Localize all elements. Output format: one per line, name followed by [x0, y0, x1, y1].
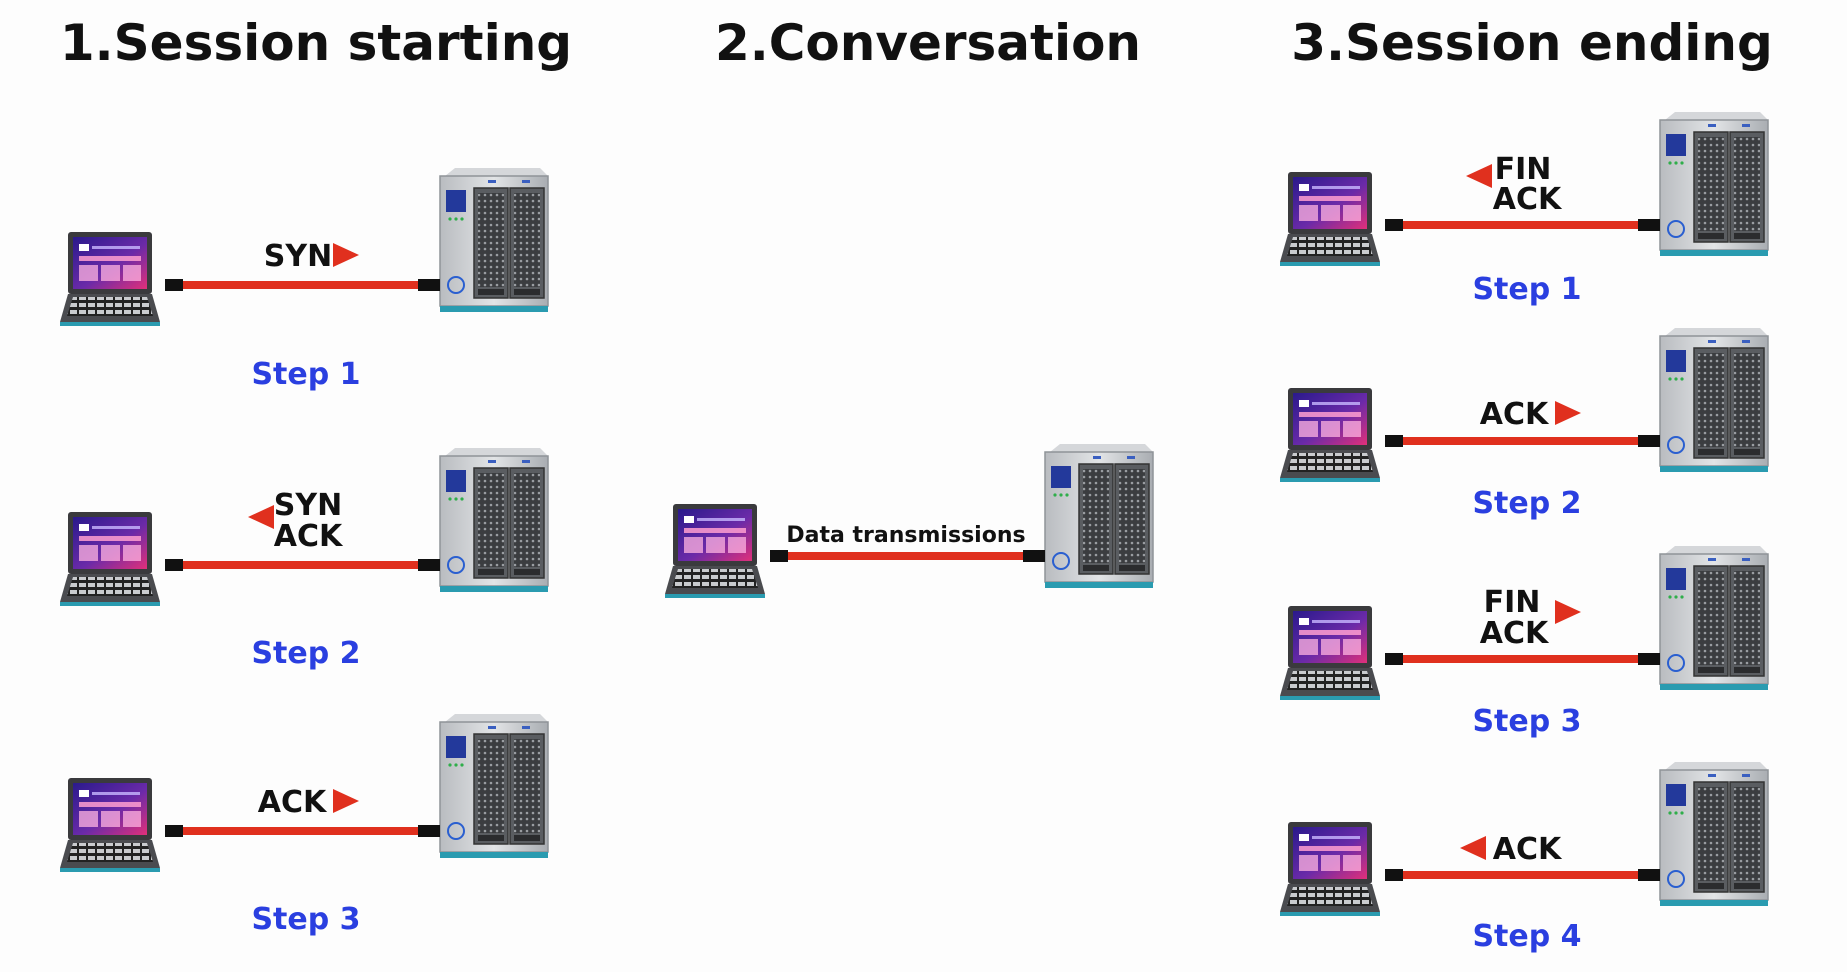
title-conversation: 2.Conversation — [715, 14, 1141, 72]
laptop-icon — [60, 232, 160, 326]
arrow-left-icon — [248, 505, 274, 529]
title-session-starting: 1.Session starting — [60, 14, 572, 72]
server-icon — [1659, 327, 1769, 473]
session-end-step-3: FIN ACK Step 3 — [1280, 545, 1769, 739]
message-label: FIN — [1495, 152, 1552, 187]
message-label: SYN — [274, 488, 342, 523]
message-label: FIN — [1484, 585, 1541, 620]
cable — [183, 561, 418, 569]
message-label: ACK — [1493, 832, 1563, 867]
message-label: ACK — [1480, 616, 1550, 651]
laptop-icon — [1280, 172, 1380, 266]
arrow-left-icon — [1466, 164, 1492, 188]
message-label: SYN — [264, 239, 332, 274]
session-start-step-1: SYN Step 1 — [60, 167, 549, 392]
arrow-right-icon — [333, 789, 359, 813]
server-icon — [1659, 545, 1769, 691]
laptop-icon — [665, 504, 765, 598]
conversation-link: Data transmissions — [665, 443, 1154, 598]
step-label: Step 1 — [1472, 272, 1581, 307]
server-icon — [1044, 443, 1154, 589]
laptop-icon — [1280, 606, 1380, 700]
laptop-icon — [1280, 388, 1380, 482]
cable — [183, 827, 418, 835]
server-icon — [439, 447, 549, 593]
cable — [183, 281, 418, 289]
cable — [1403, 871, 1638, 879]
cable — [1403, 221, 1638, 229]
laptop-icon — [1280, 822, 1380, 916]
session-start-step-3: ACK Step 3 — [60, 713, 549, 937]
cable — [1403, 655, 1638, 663]
session-end-step-4: ACK Step 4 — [1280, 761, 1769, 954]
step-label: Step 3 — [1472, 704, 1581, 739]
server-icon — [1659, 761, 1769, 907]
server-icon — [1659, 111, 1769, 257]
arrow-right-icon — [1555, 401, 1581, 425]
message-label: ACK — [1480, 397, 1550, 432]
step-label: Step 4 — [1472, 919, 1581, 954]
step-label: Step 2 — [251, 636, 360, 671]
message-label: Data transmissions — [786, 523, 1025, 548]
step-label: Step 1 — [251, 357, 360, 392]
server-icon — [439, 167, 549, 313]
arrow-left-icon — [1460, 836, 1486, 860]
cable — [788, 552, 1023, 560]
arrow-right-icon — [1555, 600, 1581, 624]
arrow-right-icon — [333, 243, 359, 267]
step-label: Step 3 — [251, 902, 360, 937]
session-end-step-1: FIN ACK Step 1 — [1280, 111, 1769, 307]
message-label: ACK — [274, 519, 344, 554]
message-label: ACK — [1493, 182, 1563, 217]
title-session-ending: 3.Session ending — [1291, 14, 1773, 72]
step-label: Step 2 — [1472, 486, 1581, 521]
session-start-step-2: SYN ACK Step 2 — [60, 447, 549, 671]
cable — [1403, 437, 1638, 445]
message-label: ACK — [258, 785, 328, 820]
server-icon — [439, 713, 549, 859]
laptop-icon — [60, 778, 160, 872]
session-end-step-2: ACK Step 2 — [1280, 327, 1769, 521]
laptop-icon — [60, 512, 160, 606]
